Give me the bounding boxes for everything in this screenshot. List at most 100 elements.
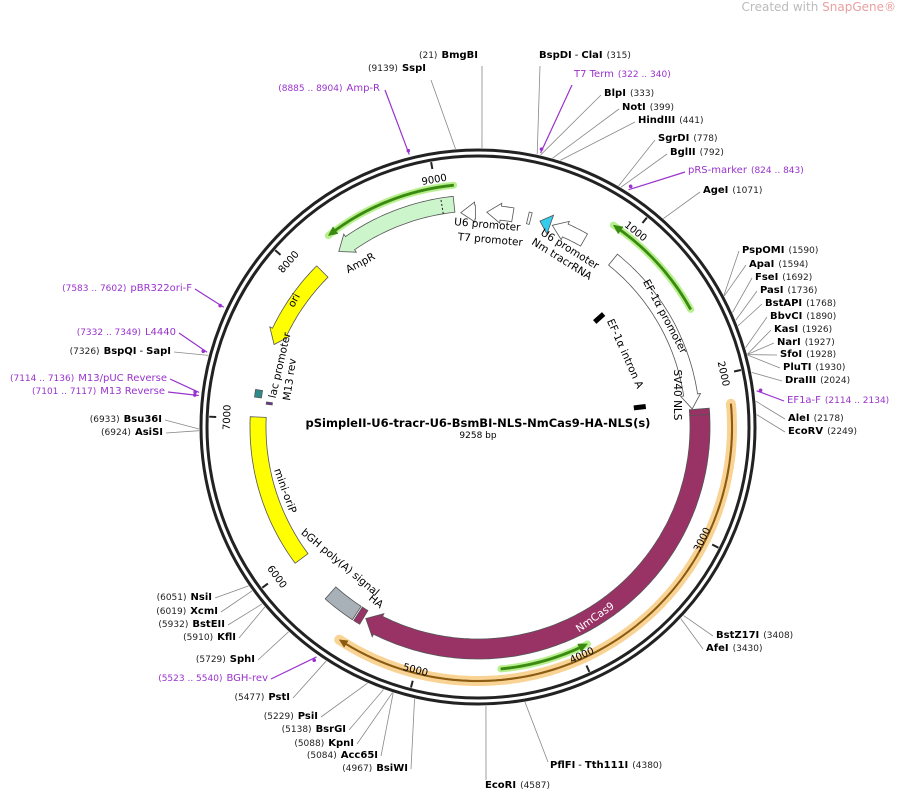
enzyme-site-label[interactable]: (5138)BsrGI xyxy=(278,724,346,736)
enzyme-site-label[interactable]: BglII(792) xyxy=(670,147,728,159)
feature-m13-rev[interactable] xyxy=(265,401,273,406)
site-name: BstAPI xyxy=(765,298,803,309)
enzyme-site-label[interactable]: NotI(399) xyxy=(622,102,678,114)
enzyme-site-label[interactable]: BstAPI(1768) xyxy=(765,298,840,310)
primer-label[interactable]: (7583 .. 7602)pBR322ori-F xyxy=(58,283,192,295)
enzyme-site-label[interactable]: BspDI-ClaI(315) xyxy=(539,50,635,62)
enzyme-site-label[interactable]: EcoRI(4587) xyxy=(485,780,554,792)
enzyme-site-label[interactable]: (5477)PstI xyxy=(230,692,290,704)
enzyme-site-label[interactable]: PasI(1736) xyxy=(760,285,821,297)
feature-u6-promoter[interactable] xyxy=(551,220,589,247)
site-position: (333) xyxy=(629,89,655,99)
site-leader-line xyxy=(169,378,200,394)
feature-ori[interactable] xyxy=(269,265,329,346)
feature-lac-promoter[interactable] xyxy=(254,389,264,399)
enzyme-site-label[interactable]: (5084)Acc65I xyxy=(303,750,378,762)
enzyme-site-label[interactable]: (6019)XcmI xyxy=(152,606,218,618)
enzyme-site-label[interactable]: PflFI-Tth111I(4380) xyxy=(550,760,666,772)
primer-label[interactable]: T7 Term(322 .. 340) xyxy=(574,69,675,81)
site-position: (4967) xyxy=(342,764,373,774)
enzyme-site-label[interactable]: PspOMI(1590) xyxy=(742,245,822,257)
enzyme-site-label[interactable]: (5932)BstEII xyxy=(154,619,225,631)
enzyme-site-label[interactable]: SfoI(1928) xyxy=(780,349,840,361)
feature-label: AmpR xyxy=(344,251,377,276)
site-leader-line xyxy=(747,354,781,369)
enzyme-site-label[interactable]: (5229)PsiI xyxy=(260,711,318,723)
site-name: M13 Reverse xyxy=(100,386,165,397)
primer-label[interactable]: pRS-marker(824 .. 843) xyxy=(688,165,808,177)
primer-label[interactable]: EF1a-F(2114 .. 2134) xyxy=(787,395,893,407)
site-name: BsiWI xyxy=(376,763,408,774)
feature-u6-promoter[interactable] xyxy=(486,202,515,224)
feature-u6-promoter[interactable] xyxy=(460,201,476,223)
enzyme-site-label[interactable]: (5729)SphI xyxy=(192,654,255,666)
feature-bgh-poly-a-signal[interactable] xyxy=(324,586,362,621)
feature-ampr[interactable] xyxy=(338,195,456,253)
feature-nm-tracrrna[interactable] xyxy=(539,214,555,235)
enzyme-site-label[interactable]: (5910)KflI xyxy=(179,632,236,644)
separator: - xyxy=(578,760,582,771)
feature-mini-orip[interactable] xyxy=(249,416,309,564)
enzyme-site-label[interactable]: AleI(2178) xyxy=(788,413,848,425)
site-name: Amp-R xyxy=(346,83,381,94)
enzyme-site-label[interactable]: AfeI(3430) xyxy=(706,643,767,655)
site-leader-line xyxy=(737,303,763,327)
site-position: (5729) xyxy=(195,655,226,665)
site-position: (21) xyxy=(418,51,438,61)
feature-nmcas9[interactable] xyxy=(365,414,711,660)
feature-ef-1-promoter[interactable] xyxy=(608,253,702,410)
feature-ha[interactable] xyxy=(353,606,369,625)
watermark-brand: SnapGene® xyxy=(822,0,896,14)
enzyme-site-label[interactable]: BbvCI(1890) xyxy=(770,311,840,323)
enzyme-site-label[interactable]: AgeI(1071) xyxy=(703,185,766,197)
site-name: DraIII xyxy=(785,375,817,386)
site-name: FseI xyxy=(755,272,779,283)
site-leader-line xyxy=(380,692,394,757)
enzyme-site-label[interactable]: (4967)BsiWI xyxy=(338,763,408,775)
ampr-divider xyxy=(440,197,444,214)
enzyme-site-label[interactable]: PluTI(1930) xyxy=(783,362,849,374)
enzyme-site-label[interactable]: (6933)Bsu36I xyxy=(86,414,162,426)
site-position: (315) xyxy=(606,51,631,61)
orf-arrow xyxy=(327,183,455,236)
enzyme-site-label[interactable]: BstZ17I(3408) xyxy=(716,630,797,642)
site-leader-line xyxy=(747,329,772,355)
site-name: SspI xyxy=(401,63,426,74)
enzyme-site-label[interactable]: SgrDI(778) xyxy=(658,133,722,145)
site-leader-line xyxy=(430,79,456,150)
enzyme-site-label[interactable]: (7326)BspQI-SapI xyxy=(66,346,171,358)
site-name: KpnI xyxy=(328,738,354,749)
enzyme-site-label[interactable]: HindIII(441) xyxy=(638,115,707,127)
enzyme-site-label[interactable]: (21)BmgBI xyxy=(415,50,478,62)
primer-label[interactable]: (8885 .. 8904)Amp-R xyxy=(274,83,380,95)
enzyme-site-label[interactable]: NarI(1927) xyxy=(777,337,839,349)
enzyme-site-label[interactable]: EcoRV(2249) xyxy=(788,426,861,438)
site-position: (441) xyxy=(679,116,704,126)
tick-label: 2000 xyxy=(715,360,731,387)
primer-label[interactable]: (7101 .. 7117)M13 Reverse xyxy=(28,386,165,398)
feature-sv40-nls[interactable] xyxy=(688,407,711,417)
enzyme-site-label[interactable]: BlpI(333) xyxy=(604,88,658,100)
primer-label[interactable]: (7114 .. 7136)M13/pUC Reverse xyxy=(6,373,167,385)
enzyme-site-label[interactable]: (5088)KpnI xyxy=(290,738,354,750)
enzyme-site-label[interactable]: (6051)NsiI xyxy=(153,592,212,604)
site-leader-line xyxy=(536,65,541,155)
enzyme-site-label[interactable]: FseI(1692) xyxy=(755,272,816,284)
site-leader-line xyxy=(552,108,620,159)
enzyme-site-label[interactable]: ApaI(1594) xyxy=(749,259,812,271)
feature-t7-promoter[interactable] xyxy=(526,211,533,225)
enzyme-site-label[interactable]: KasI(1926) xyxy=(774,324,836,336)
site-position: (1927) xyxy=(804,338,835,348)
site-position: (9139) xyxy=(368,64,398,74)
primer-label[interactable]: (7332 .. 7349)L4440 xyxy=(73,327,176,339)
enzyme-site-label[interactable]: DraIII(2024) xyxy=(785,375,854,387)
enzyme-site-label[interactable]: (6924)AsiSI xyxy=(97,427,163,439)
site-name: EF1a-F xyxy=(787,395,821,406)
primer-label[interactable]: (5523 .. 5540)BGH-rev xyxy=(154,673,268,685)
enzyme-site-label[interactable]: (9139)SspI xyxy=(364,63,426,75)
site-leader-line xyxy=(257,631,289,661)
site-leader-line xyxy=(320,682,368,718)
site-name: BsrGI xyxy=(315,724,346,735)
site-name: EcoRI xyxy=(485,780,517,791)
